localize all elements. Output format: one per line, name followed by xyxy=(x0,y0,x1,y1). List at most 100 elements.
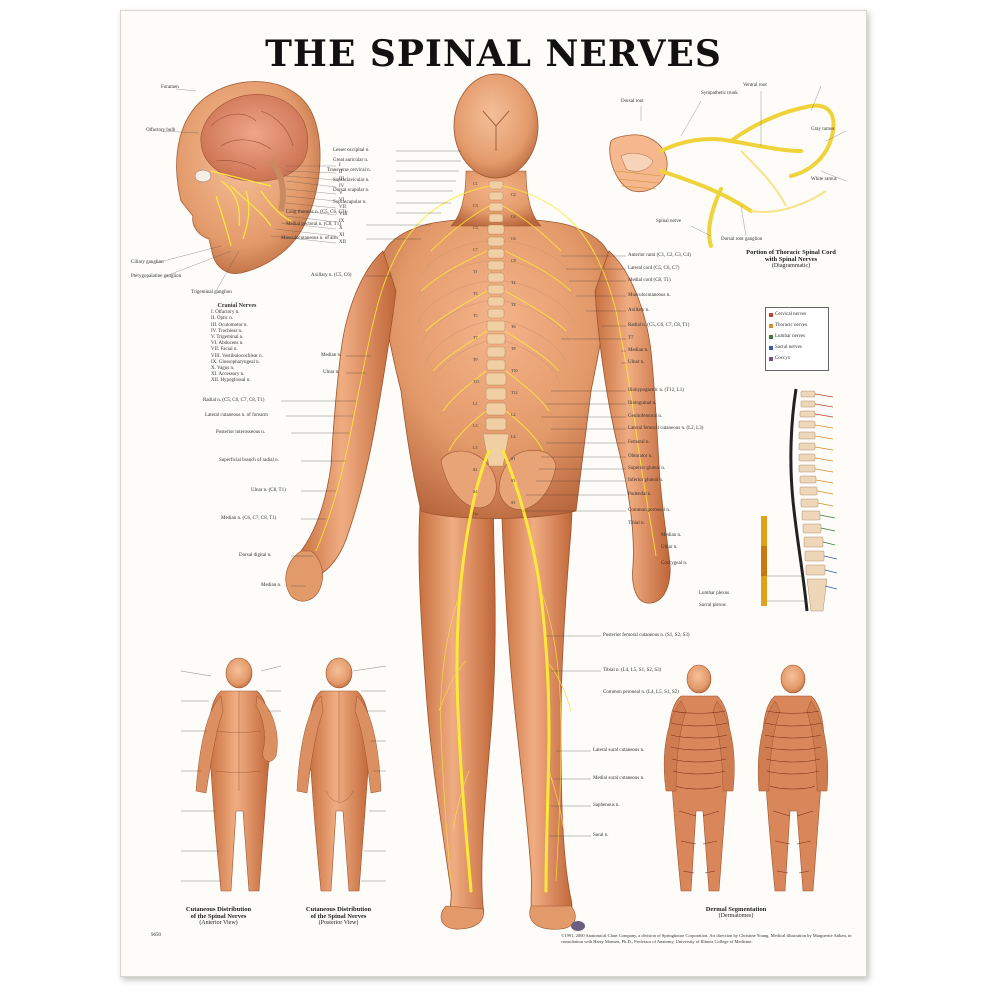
spine-level-label: S4 xyxy=(473,489,478,494)
caption-posterior-line3: (Posterior View) xyxy=(318,920,359,926)
head-label-cn-4: IV xyxy=(339,184,345,189)
left-label: Medial pectoral n. (C8, T1) xyxy=(286,222,341,227)
head-label-ciliary-ganglion: Ciliary ganglion xyxy=(131,260,164,265)
legend-item-coccyx: Coccyx xyxy=(769,356,791,361)
right-label: Median n. xyxy=(661,533,682,538)
spine-level-label: T7 xyxy=(473,335,478,340)
cranial-nerve-item: I. Olfactory n. xyxy=(211,310,240,316)
spine-level-label: C5 xyxy=(473,225,478,230)
head-label-cn-11: XI xyxy=(339,233,345,238)
left-label: Dorsal scapular n. xyxy=(333,188,370,193)
right-label: Genitofemoral n. xyxy=(628,414,663,419)
spine-level-label: S2 xyxy=(473,467,478,472)
cranial-nerve-item: IX. Glossopharyngeal n. xyxy=(211,359,260,365)
cranial-nerve-item: XII. Hypoglossal n. xyxy=(211,378,251,384)
right-label: Femoral n. xyxy=(628,440,650,445)
spine-level-label: T1 xyxy=(473,269,478,274)
cord-label-gray-ramus: Gray ramus xyxy=(811,127,835,132)
left-label: Median n. (C6, C7, C8, T1) xyxy=(221,516,277,521)
thoracic-cord-caption-line1: Portion of Thoracic Spinal Cord xyxy=(746,249,836,256)
right-label: Ulnar n. xyxy=(661,545,678,550)
cranial-nerves-list: Cranial Nerves I. Olfactory n. II. Optic… xyxy=(211,303,263,385)
thoracic-cord-caption: Portion of Thoracic Spinal Cord with Spi… xyxy=(726,249,856,270)
right-label: Inferior gluteal n. xyxy=(628,478,664,483)
right-label: Median n. xyxy=(628,348,649,353)
spine-level-label: Co xyxy=(473,511,478,516)
right-label: Lateral cord (C5, C6, C7) xyxy=(628,266,680,271)
main-posterior-figure xyxy=(281,73,671,931)
spine-level-label: L4 xyxy=(511,434,516,439)
left-label: Ulnar n. xyxy=(323,370,340,375)
legend-label: Lumbar nerves xyxy=(775,334,806,339)
nerve-color-legend: Cervical nerves Thoracic nerves Lumbar n… xyxy=(765,307,829,371)
cord-label-spinal-nerve: Spinal nerve xyxy=(656,219,682,224)
caption-dermatome-line2: (Dermatomes) xyxy=(718,913,754,919)
cutaneous-posterior-figure xyxy=(296,657,387,892)
cranial-nerve-item: XI. Accessory n. xyxy=(211,372,245,378)
left-label: Axillary n. (C5, C6) xyxy=(311,273,352,278)
cord-label-dorsal-root: Dorsal root xyxy=(621,99,644,104)
head-label-cn-3: III xyxy=(339,177,344,182)
spine-level-label: T5 xyxy=(473,313,478,318)
right-label: Tibial n. xyxy=(628,521,645,526)
caption-anterior-line1: Cutaneous Distribution xyxy=(185,906,252,913)
head-label-cn-9: IX xyxy=(339,219,345,224)
dermatome-figures xyxy=(663,664,829,892)
cranial-nerves-heading: Cranial Nerves xyxy=(217,303,257,309)
legend-swatch xyxy=(769,335,773,339)
right-label: T7 xyxy=(628,336,634,341)
poster-title: THE SPINAL NERVES xyxy=(265,33,722,75)
left-label: Median n. xyxy=(261,583,282,588)
spinal-column-diagram xyxy=(761,388,838,612)
spine-level-label: L5 xyxy=(473,445,478,450)
cranial-nerve-item: III. Oculomotor n. xyxy=(211,322,248,328)
right-label: Obturator n. xyxy=(628,454,653,459)
caption-dermatomes: Dermal Segmentation (Dermatomes) xyxy=(681,906,791,920)
right-label: Common peroneal n. xyxy=(628,508,671,513)
spine-level-label: L3 xyxy=(473,423,478,428)
head-label-pterygopalatine-ganglion: Pterygopalatine ganglion xyxy=(131,274,182,279)
right-label: Radial n. (C5, C6, C7, C8, T1) xyxy=(628,323,690,328)
legend-swatch xyxy=(769,357,773,361)
cranial-nerve-item: VIII. Vestibulocochlear n. xyxy=(211,353,263,359)
spine-level-label: C8 xyxy=(511,258,516,263)
legend-swatch xyxy=(769,313,773,317)
spine-level-label: C7 xyxy=(473,247,478,252)
legend-label: Cervical nerves xyxy=(775,312,807,317)
right-label: Medial sural cutaneous n. xyxy=(593,776,645,781)
left-label: Posterior interosseous n. xyxy=(216,430,266,435)
right-label: Ilioinguinal n. xyxy=(628,401,657,406)
thoracic-cord-caption-line3: (Diagrammatic) xyxy=(771,263,811,269)
cranial-nerve-item: X. Vagus n. xyxy=(211,366,235,372)
right-label: Sural n. xyxy=(593,833,609,838)
caption-anterior: Cutaneous Distribution of the Spinal Ner… xyxy=(171,906,266,927)
spine-level-label: T2 xyxy=(511,280,516,285)
head-label-cn-2: II xyxy=(339,170,343,175)
right-label: Common peroneal n. (L4, L5, S1, S2) xyxy=(603,690,679,695)
legend-label: Thoracic nerves xyxy=(775,323,808,328)
head-label-cn-8: VIII xyxy=(339,212,348,217)
right-label: Medial cord (C8, T1) xyxy=(628,278,671,283)
spine-level-label: C2 xyxy=(511,192,516,197)
label-sacral-plexus: Sacral plexus xyxy=(699,603,726,608)
legend-swatch xyxy=(769,324,773,328)
legend-label: Coccyx xyxy=(775,356,791,361)
left-label: Long thoracic n. (C5, C6, C7) xyxy=(286,210,346,215)
head-label-cn-1: I xyxy=(339,163,341,168)
spine-level-label: L1 xyxy=(473,401,478,406)
spine-level-label: C3 xyxy=(473,203,478,208)
legend-item-sacral: Sacral nerves xyxy=(769,345,802,350)
head-label-cn-5: V xyxy=(339,191,343,196)
cord-label-sympathetic-trunk: Sympathetic trunk xyxy=(701,91,738,96)
cutaneous-anterior-figure xyxy=(180,657,282,892)
left-label: Lesser occipital n. xyxy=(333,148,370,153)
right-label: Lateral sural cutaneous n. xyxy=(593,748,645,753)
left-label: Musculocutaneous n. of arm xyxy=(281,236,338,241)
spine-level-label: T6 xyxy=(511,324,516,329)
cranial-nerve-item: II. Optic n. xyxy=(211,316,233,322)
left-label: Transverse cervical n. xyxy=(327,168,371,173)
thoracic-cord-caption-line2: with Spinal Nerves xyxy=(764,256,818,263)
caption-posterior-line2: of the Spinal Nerves xyxy=(310,913,367,920)
thoracic-cord-diagram xyxy=(609,85,847,248)
spine-level-label: T4 xyxy=(511,302,516,307)
